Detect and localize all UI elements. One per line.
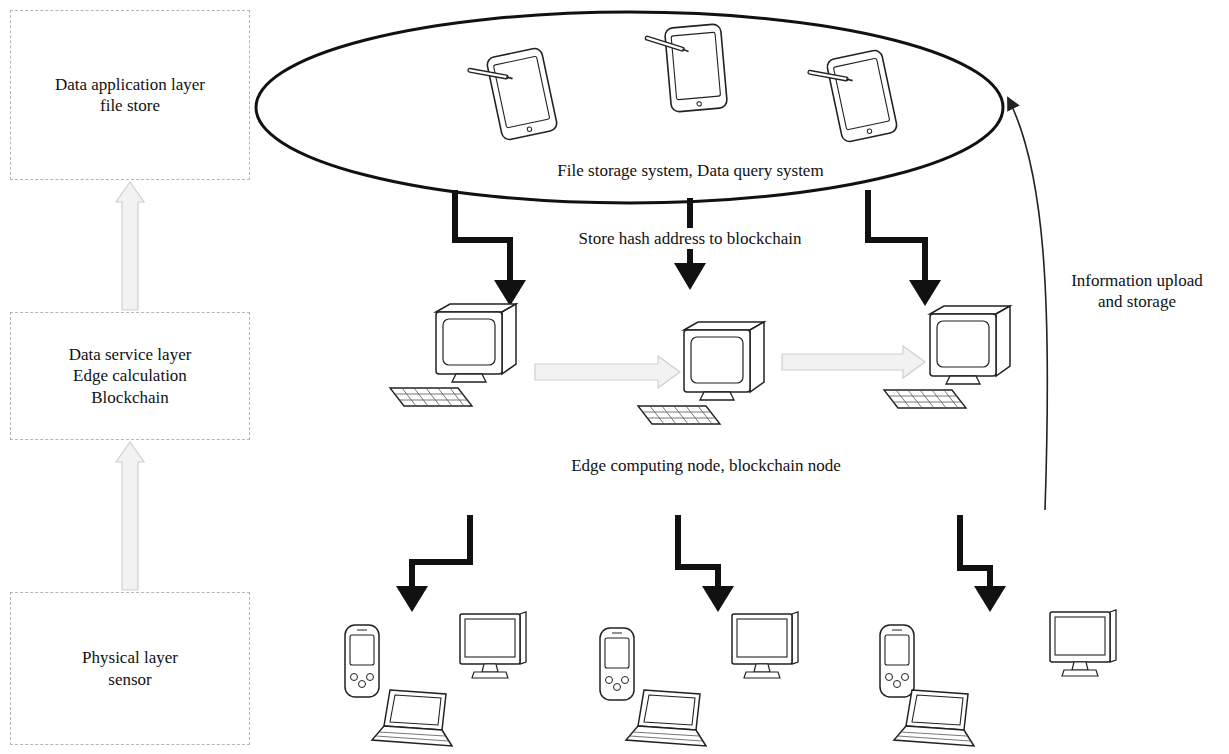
laptop-icon xyxy=(626,690,706,746)
pda-icon xyxy=(345,625,379,697)
tablet-icons xyxy=(468,24,898,147)
arrowhead xyxy=(909,280,941,306)
computer-icons xyxy=(390,304,1010,424)
laptop-icon xyxy=(372,690,452,746)
device-icons xyxy=(345,610,1116,746)
thick-arrows xyxy=(412,190,990,588)
system-label: File storage system, Data query system xyxy=(557,160,823,181)
arrowhead xyxy=(702,586,734,612)
tablet-icon xyxy=(647,24,728,114)
annotation-label: Edge computing node, blockchain node xyxy=(567,455,845,476)
laptop-icon xyxy=(894,690,974,746)
arrowhead xyxy=(396,586,428,612)
grey-arrows xyxy=(535,346,925,388)
thick-arrow xyxy=(960,515,990,588)
thick-arrow xyxy=(455,190,510,282)
monitor-icon xyxy=(732,612,798,678)
tablet-icon xyxy=(468,47,558,145)
computer-icon xyxy=(390,304,516,406)
arrowhead xyxy=(494,280,526,306)
grey-arrow xyxy=(535,356,680,388)
layer-label: Data application layer file store xyxy=(48,74,213,117)
layer-label: Data service layer Edge calculation Bloc… xyxy=(55,344,205,408)
monitor-icon xyxy=(460,612,526,678)
tablet-icon xyxy=(808,49,898,147)
storage-ellipse: File storage system, Data query system xyxy=(254,10,1005,205)
annotation-label: Information upload and storage xyxy=(1058,270,1216,313)
layer-box: Data application layer file store xyxy=(10,10,250,180)
monitor-icon xyxy=(1050,610,1116,676)
pda-icon xyxy=(880,625,914,697)
thick-arrow xyxy=(412,515,470,588)
grey-arrow xyxy=(782,346,925,378)
upload-curve-arrow xyxy=(1008,98,1047,510)
thick-arrow xyxy=(868,190,925,282)
layer-box: Data service layer Edge calculation Bloc… xyxy=(10,312,250,440)
pda-icon xyxy=(600,628,634,700)
layer-flow-arrow xyxy=(116,442,144,590)
ellipse-shape xyxy=(256,12,1003,203)
arrowhead xyxy=(974,586,1006,612)
layer-flow-arrow xyxy=(116,182,144,310)
layer-box: Physical layer sensor xyxy=(10,592,250,745)
layer-label: Physical layer sensor xyxy=(70,647,190,690)
arrowhead xyxy=(674,263,706,290)
annotation-label: Store hash address to blockchain xyxy=(575,228,806,249)
thick-arrow xyxy=(678,515,718,588)
